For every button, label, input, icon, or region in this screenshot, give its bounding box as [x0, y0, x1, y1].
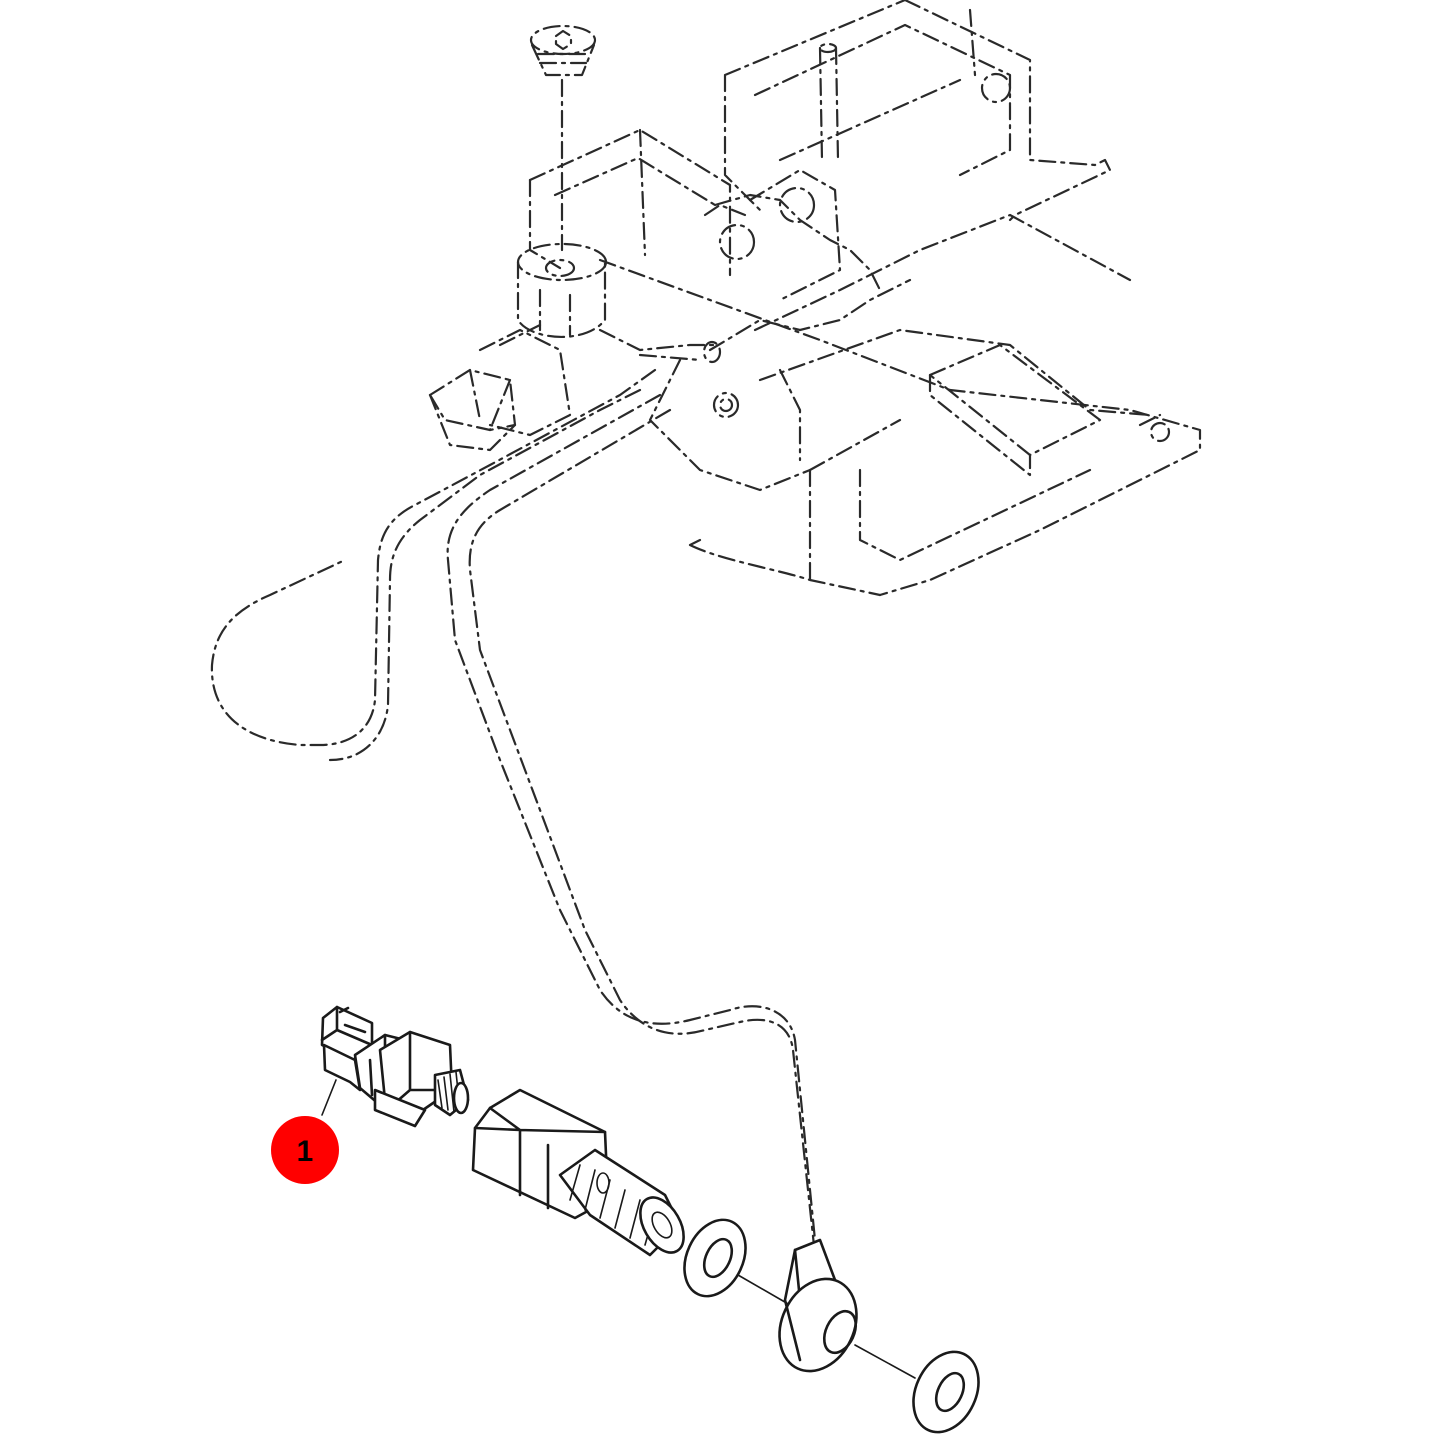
oil-pipe	[210, 368, 817, 1257]
pump-fitting	[428, 242, 722, 452]
engine-block-outline	[528, 0, 1202, 597]
adapter-fitting	[471, 1088, 685, 1257]
washers-and-banjo	[683, 1218, 980, 1434]
callout-1[interactable]: 1	[271, 1116, 339, 1184]
plug-screw	[529, 24, 597, 252]
pressure-sensor	[320, 1005, 470, 1128]
callout-label: 1	[297, 1135, 314, 1168]
